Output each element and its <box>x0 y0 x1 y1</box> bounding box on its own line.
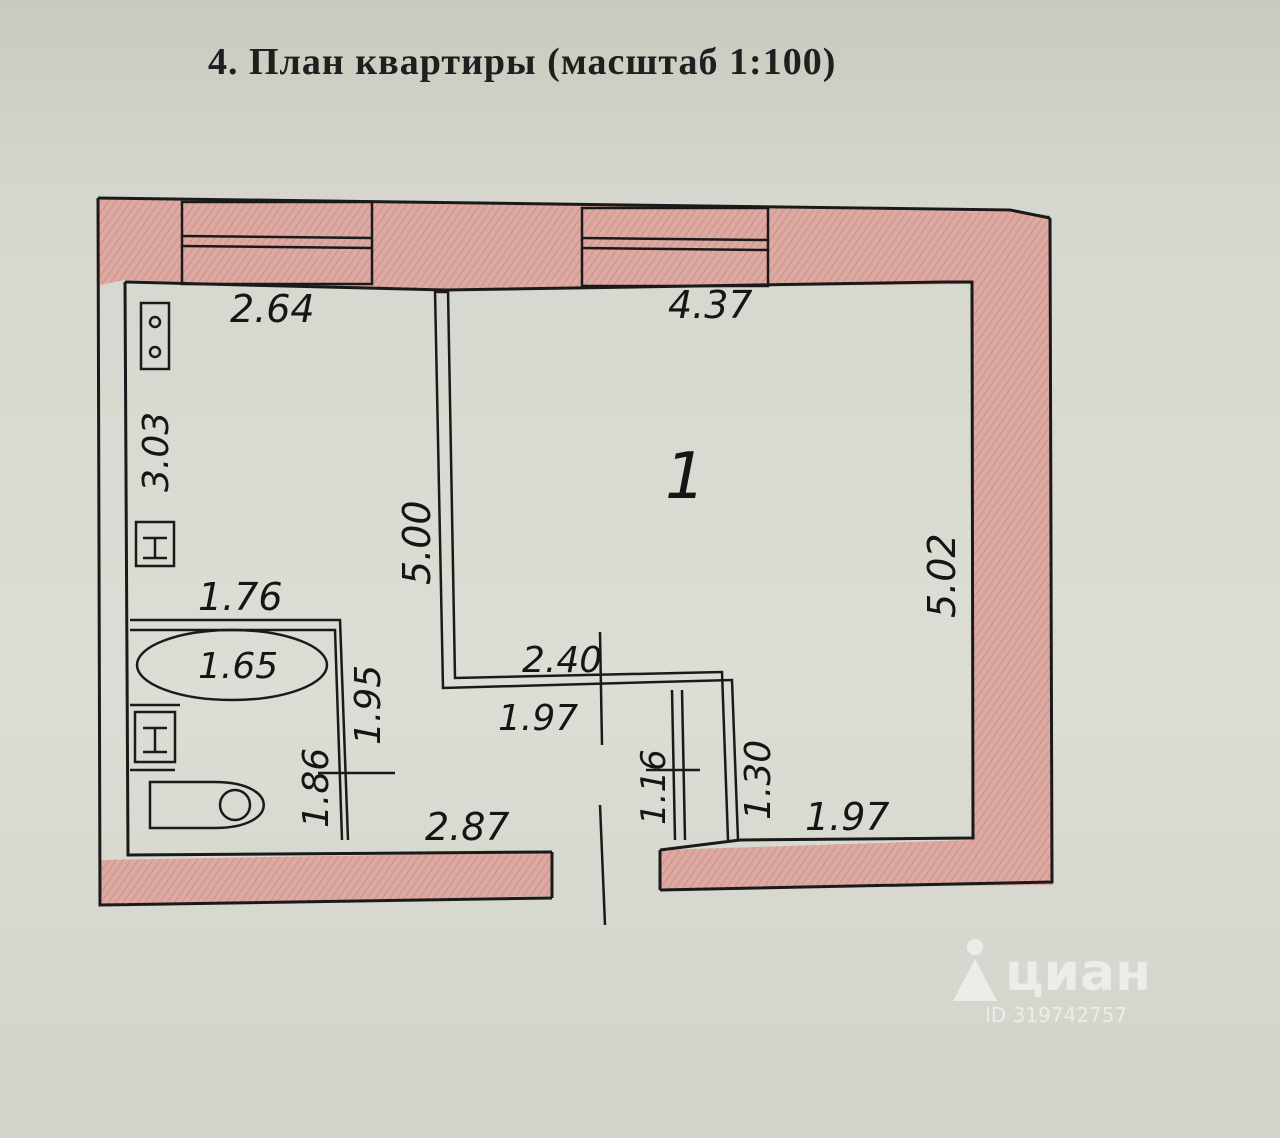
bathtub-icon <box>135 628 329 702</box>
wall-outlines <box>96 196 1054 907</box>
dim-room-width: 4.37 <box>668 283 753 327</box>
cian-logo-icon <box>953 939 997 1001</box>
partitions <box>130 289 740 926</box>
dim-room-bottom: 1.97 <box>805 795 890 839</box>
dim-hall-width: 2.87 <box>425 805 510 849</box>
room-number-label: 1 <box>665 440 706 514</box>
dim-room-length: 5.02 <box>920 533 964 618</box>
dim-bath-length: 1.95 <box>348 665 389 745</box>
watermark-id: ID 319742757 <box>985 1003 1128 1027</box>
dim-wc-length: 1.86 <box>296 748 337 828</box>
sink-icon <box>134 520 176 568</box>
washbasin-icon <box>133 710 177 764</box>
dim-corridor-inner: 1.97 <box>498 698 578 739</box>
dim-bath-width: 1.76 <box>198 575 283 619</box>
cian-watermark: циан ID 319742757 <box>945 935 1175 1035</box>
stove-icon <box>139 301 171 371</box>
dim-kitchen-length: 3.03 <box>136 412 177 492</box>
windows <box>180 200 770 288</box>
fixtures <box>133 301 329 830</box>
stove-burner-icon <box>148 315 162 329</box>
dim-closet-width: 1.16 <box>634 749 674 825</box>
watermark-logo-text: циан <box>1005 943 1151 1003</box>
plan-heading: 4. План квартиры (масштаб 1:100) <box>208 41 837 83</box>
toilet-icon <box>148 780 265 830</box>
exterior-walls <box>98 198 1052 905</box>
stove-burner-icon <box>148 345 162 359</box>
dim-closet-length: 1.30 <box>738 740 779 820</box>
dim-corridor-width: 2.40 <box>522 640 602 681</box>
dim-kitchen-width: 2.64 <box>230 287 315 331</box>
dim-bathtub: 1.65 <box>198 646 278 687</box>
dim-partition-length: 5.00 <box>395 500 439 585</box>
dimension-labels: 2.64 4.37 3.03 5.00 5.02 1.76 1.65 1.95 … <box>136 283 964 849</box>
